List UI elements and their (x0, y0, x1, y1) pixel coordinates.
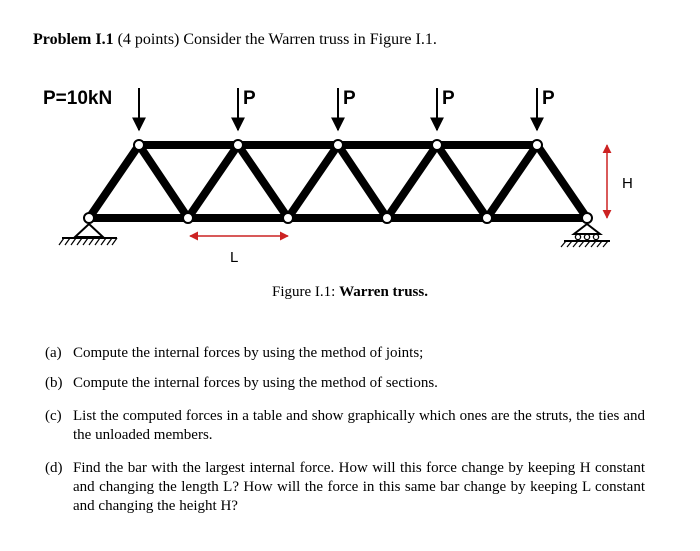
load-label-2: P (243, 88, 256, 109)
question-letter: (d) (45, 460, 63, 476)
problem-heading: Problem I.1 (4 points) Consider the Warr… (33, 31, 437, 49)
warren-truss-figure: P=10kN P P P P (43, 88, 633, 266)
question-text: Find the bar with the largest internal f… (73, 460, 645, 514)
question-a: (a) Compute the internal forces by using… (45, 344, 645, 363)
diagonal-8 (433, 141, 491, 222)
pinned-support-left (58, 222, 118, 246)
load-label-5: P (542, 88, 555, 109)
question-text: Compute the internal forces by using the… (73, 375, 438, 391)
diagonal-10 (533, 141, 591, 222)
joint-top-5 (531, 139, 543, 151)
question-letter: (a) (45, 345, 62, 361)
joint-bottom-5 (481, 212, 493, 224)
diagonal-5 (284, 141, 342, 222)
joint-bottom-6 (581, 212, 593, 224)
diagonal-2 (135, 141, 192, 222)
joint-bottom-3 (282, 212, 294, 224)
question-b: (b) Compute the internal forces by using… (45, 374, 645, 393)
caption-prefix: Figure I.1: (272, 284, 336, 300)
roller-support-right (560, 222, 610, 248)
question-d: (d) Find the bar with the largest intern… (45, 459, 645, 516)
length-label: L (230, 249, 238, 266)
diagonal-7 (383, 141, 441, 222)
diagonal-9 (483, 141, 541, 222)
joint-top-2 (232, 139, 244, 151)
figure-caption: Figure I.1: Warren truss. (0, 284, 700, 301)
question-text: List the computed forces in a table and … (73, 408, 645, 443)
joint-top-4 (431, 139, 443, 151)
joint-top-3 (332, 139, 344, 151)
question-c: (c) List the computed forces in a table … (45, 407, 645, 445)
caption-title: Warren truss. (339, 284, 428, 300)
load-label-4: P (442, 88, 455, 109)
problem-label: Problem I.1 (33, 31, 114, 48)
load-label-3: P (343, 88, 356, 109)
truss-joints (83, 139, 593, 224)
joint-bottom-1 (83, 212, 95, 224)
joint-bottom-2 (182, 212, 194, 224)
problem-text: (4 points) Consider the Warren truss in … (117, 31, 437, 48)
truss-members (85, 141, 591, 222)
joint-top-1 (133, 139, 145, 151)
diagonal-1 (85, 141, 143, 222)
height-label: H (622, 175, 633, 192)
joint-bottom-4 (381, 212, 393, 224)
question-letter: (b) (45, 375, 63, 391)
load-label-first: P=10kN (43, 88, 112, 109)
diagonal-6 (334, 141, 391, 222)
diagonal-3 (184, 141, 242, 222)
question-text: Compute the internal forces by using the… (73, 345, 424, 361)
question-letter: (c) (45, 408, 62, 424)
diagonal-4 (234, 141, 292, 222)
